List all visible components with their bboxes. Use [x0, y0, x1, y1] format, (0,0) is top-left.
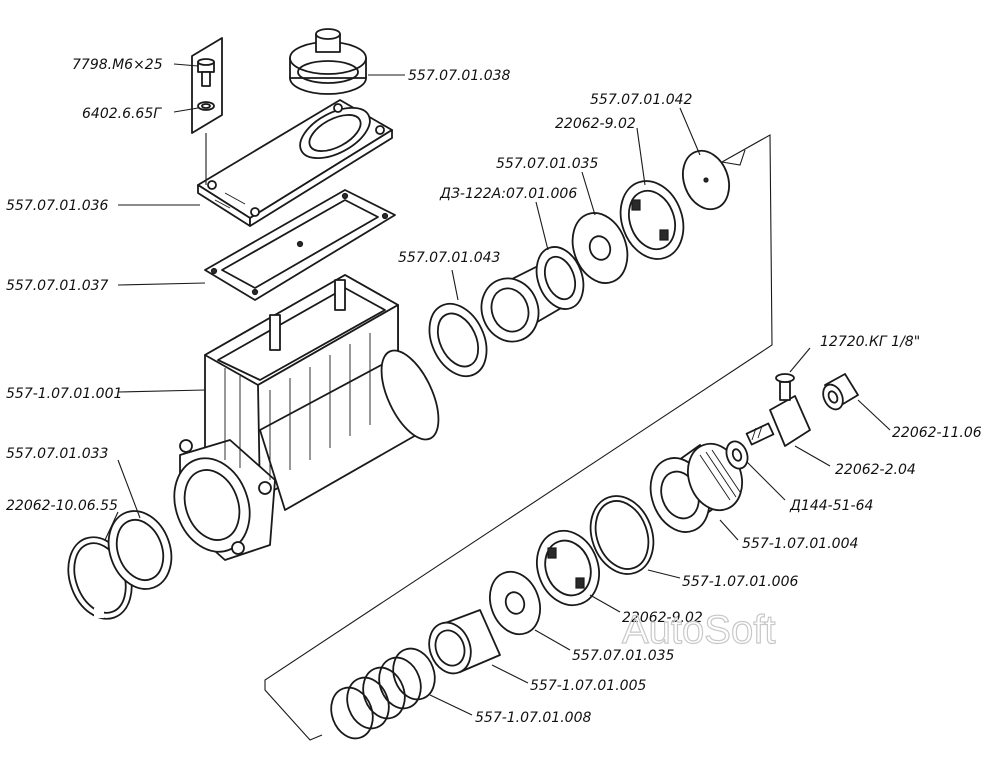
- bolt-assembly: [191, 37, 223, 185]
- washer-bottom: [489, 570, 541, 636]
- label-bushing-top: 557.07.01.043: [398, 250, 500, 266]
- watermark: AutoSoft: [622, 608, 775, 652]
- assembly-path-line: [264, 134, 773, 741]
- filler-cap: [289, 28, 367, 95]
- label-seal-ring: 557.07.01.033: [6, 446, 108, 462]
- label-tee: 22062-2.04: [835, 462, 916, 478]
- label-filler-cap: 557.07.01.038: [408, 68, 511, 84]
- label-washer-small: 6402.6.65Г: [82, 106, 162, 122]
- seal-ring: [107, 510, 173, 590]
- part-labels: 7798.M6×25 6402.6.65Г 557.07.01.036 557.…: [6, 57, 982, 726]
- label-washer-top: 557.07.01.035: [496, 156, 599, 172]
- washer-top: [571, 212, 629, 284]
- label-spring: 557-1.07.01.008: [475, 710, 591, 726]
- label-cup-top: 22062-9.02: [555, 116, 636, 132]
- label-housing: 557-1.07.01.001: [6, 386, 122, 402]
- label-washer-bottom: 557.07.01.035: [572, 648, 675, 664]
- label-piston: ДЗ-122А:07.01.006: [439, 186, 577, 202]
- oring: [589, 495, 655, 575]
- label-bushing-bottom: 557-1.07.01.005: [530, 678, 646, 694]
- gasket: [204, 189, 396, 301]
- cup-top: [619, 180, 685, 260]
- label-washer-seal: Д144-51-64: [789, 498, 873, 514]
- label-cup-bottom: 22062-9.02: [622, 610, 703, 626]
- label-cover-plate: 557.07.01.036: [6, 198, 109, 214]
- label-snap-ring: 22062-10.06.55: [6, 498, 118, 514]
- sleeve: [822, 373, 859, 411]
- label-oring: 557-1.07.01.006: [682, 574, 798, 590]
- label-bolt: 7798.M6×25: [72, 57, 163, 73]
- label-gasket: 557.07.01.037: [6, 278, 109, 294]
- washer-seal: [725, 440, 749, 470]
- cover-plate: [197, 99, 393, 227]
- bushing-bottom: [428, 609, 501, 675]
- label-fitting-plug: 12720.КГ 1/8": [820, 334, 920, 350]
- tee-fitting: [745, 373, 811, 447]
- label-disc: 557.07.01.042: [590, 92, 693, 108]
- piston: [480, 246, 585, 343]
- valve-body: [649, 442, 743, 533]
- spring: [330, 647, 436, 740]
- label-sleeve: 22062-11.06: [892, 425, 982, 441]
- disc: [682, 149, 730, 211]
- label-valve-body: 557-1.07.01.004: [742, 536, 858, 552]
- leader-lines: [104, 63, 891, 716]
- housing: [173, 274, 440, 561]
- bushing-top: [428, 302, 488, 378]
- cup-bottom: [536, 529, 600, 607]
